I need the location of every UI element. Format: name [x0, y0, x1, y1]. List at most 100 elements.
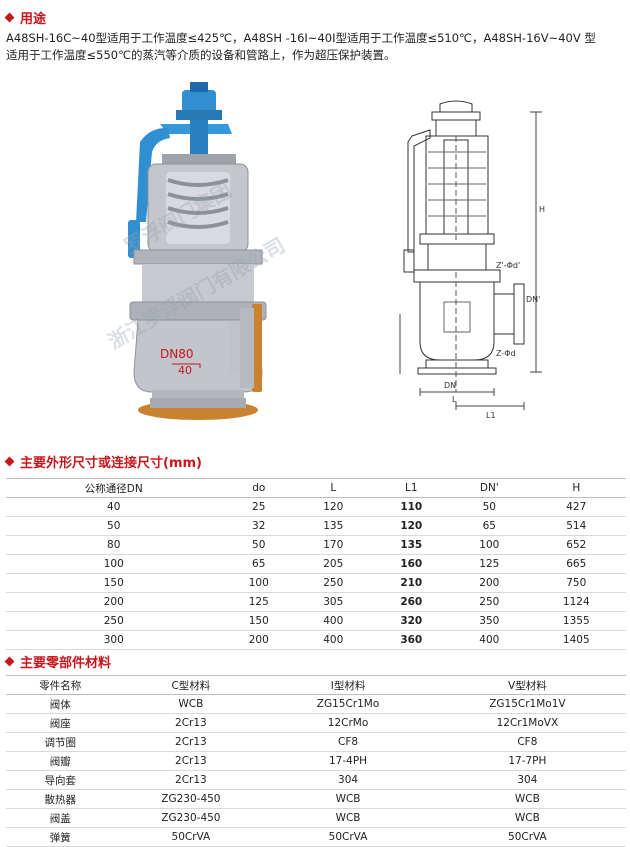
table-cell: ZG15Cr1Mo [267, 694, 429, 714]
table-cell: 120 [296, 497, 371, 517]
col-header: I型材料 [267, 675, 429, 695]
table-cell: 120 [370, 516, 453, 536]
usage-heading: 用途 [4, 8, 47, 27]
valve-photo-and-drawing: DN80 40 罗浮阀门集团 浙江罗浮阀门有限公司 [104, 82, 545, 420]
table-cell: ZG230-450 [114, 808, 268, 828]
usage-description: A48SH-16C~40型适用于工作温度≤425℃，A48SH -16I~40I… [6, 30, 626, 64]
table-cell: 665 [526, 554, 626, 574]
table-row: 50 32 135 120 65 514 [6, 516, 626, 536]
table-row: 100 65 205 160 125 665 [6, 554, 626, 574]
diamond-bullet-icon [4, 656, 15, 667]
table-cell: 160 [370, 554, 453, 574]
table-cell: 250 [296, 573, 371, 593]
table-row: 调节圈 2Cr13 CF8 CF8 [6, 732, 626, 752]
drawing-label-z1: Z'-Φd' [496, 261, 520, 270]
table-cell: 50 [452, 497, 527, 517]
table-cell: 300 [6, 630, 222, 650]
materials-title: 主要零部件材料 [20, 656, 112, 671]
table-row: 阀盖 ZG230-450 WCB WCB [6, 808, 626, 828]
body-marking-dn: DN80 [160, 347, 194, 361]
col-header: V型材料 [428, 675, 626, 695]
drawing-label-l1: L1 [486, 411, 496, 420]
table-cell: 205 [296, 554, 371, 574]
table-cell: 400 [452, 630, 527, 650]
table-cell: 50CrVA [114, 827, 268, 847]
table-cell: 125 [221, 592, 296, 612]
valve-photo: DN80 40 罗浮阀门集团 浙江罗浮阀门有限公司 [104, 82, 289, 420]
table-cell: 弹簧 [6, 827, 115, 847]
table-cell: 250 [6, 611, 222, 631]
table-cell: 170 [296, 535, 371, 555]
diamond-bullet-icon [4, 456, 15, 467]
table-cell: 200 [221, 630, 296, 650]
table-cell: 25 [221, 497, 296, 517]
table-cell: 调节圈 [6, 732, 115, 752]
table-cell: 50CrVA [267, 827, 429, 847]
table-row: 40 25 120 110 50 427 [6, 497, 626, 517]
table-cell: 400 [296, 630, 371, 650]
product-images: DN80 40 罗浮阀门集团 浙江罗浮阀门有限公司 [0, 72, 630, 442]
table-cell: 320 [370, 611, 453, 631]
table-cell: 17-4PH [267, 751, 429, 771]
table-cell: 50 [6, 516, 222, 536]
table-row: 80 50 170 135 100 652 [6, 535, 626, 555]
table-row: 阀座 2Cr13 12CrMo 12Cr1MoVX [6, 713, 626, 733]
table-cell: WCB [428, 789, 626, 809]
table-cell: ZG15Cr1Mo1V [428, 694, 626, 714]
table-cell: ZG230-450 [114, 789, 268, 809]
drawing-label-dn1: DN' [526, 295, 540, 304]
table-cell: WCB [114, 694, 268, 714]
table-cell: WCB [267, 789, 429, 809]
table-row: 阀体 WCB ZG15Cr1Mo ZG15Cr1Mo1V [6, 694, 626, 714]
table-cell: 1405 [526, 630, 626, 650]
table-cell: CF8 [428, 732, 626, 752]
usage-title: 用途 [20, 12, 47, 27]
dims-heading: 主要外形尺寸或连接尺寸(mm) [4, 452, 202, 471]
table-cell: CF8 [267, 732, 429, 752]
table-cell: 250 [452, 592, 527, 612]
table-cell: 2Cr13 [114, 751, 268, 771]
table-cell: 110 [370, 497, 453, 517]
table-cell: 40 [6, 497, 222, 517]
col-header: C型材料 [114, 675, 268, 695]
table-cell: 305 [296, 592, 371, 612]
table-cell: 2Cr13 [114, 732, 268, 752]
col-header: 零件名称 [6, 675, 115, 695]
table-cell: 32 [221, 516, 296, 536]
table-cell: 304 [267, 770, 429, 790]
table-cell: 17-7PH [428, 751, 626, 771]
table-cell: 1355 [526, 611, 626, 631]
table-cell: 65 [221, 554, 296, 574]
table-row: 导向套 2Cr13 304 304 [6, 770, 626, 790]
table-cell: 150 [6, 573, 222, 593]
table-row: 150 100 250 210 200 750 [6, 573, 626, 593]
table-cell: 360 [370, 630, 453, 650]
table-row: 阀瓣 2Cr13 17-4PH 17-7PH [6, 751, 626, 771]
table-cell: 2Cr13 [114, 713, 268, 733]
body-marking-pressure: 40 [178, 364, 192, 377]
col-header: 公称通径DN [6, 478, 222, 498]
table-header-row: 零件名称 C型材料 I型材料 V型材料 [6, 675, 626, 695]
drawing-labels: H Z'-Φd' Z-Φd L L1 DN' DN [444, 205, 545, 420]
table-cell: 210 [370, 573, 453, 593]
table-cell: 2Cr13 [114, 770, 268, 790]
table-cell: 125 [452, 554, 527, 574]
table-cell: 135 [370, 535, 453, 555]
dims-title: 主要外形尺寸或连接尺寸(mm) [20, 456, 202, 471]
table-cell: 150 [221, 611, 296, 631]
usage-line-1: A48SH-16C~40型适用于工作温度≤425℃，A48SH -16I~40I… [6, 31, 596, 45]
materials-table: 零件名称 C型材料 I型材料 V型材料 阀体 WCB ZG15Cr1Mo ZG1… [6, 675, 626, 847]
table-cell: 100 [452, 535, 527, 555]
table-cell: 50CrVA [428, 827, 626, 847]
dimensions-table: 公称通径DN do L L1 DN' H 40 25 120 110 50 42… [6, 478, 626, 650]
table-cell: 427 [526, 497, 626, 517]
table-cell: 350 [452, 611, 527, 631]
table-cell: 12Cr1MoVX [428, 713, 626, 733]
table-cell: 阀座 [6, 713, 115, 733]
table-cell: 260 [370, 592, 453, 612]
table-cell: 200 [6, 592, 222, 612]
col-header: L [296, 478, 371, 498]
table-cell: 1124 [526, 592, 626, 612]
col-header: DN' [452, 478, 527, 498]
usage-line-2: 适用于工作温度≤550℃的蒸汽等介质的设备和管路上，作为超压保护装置。 [6, 48, 396, 62]
